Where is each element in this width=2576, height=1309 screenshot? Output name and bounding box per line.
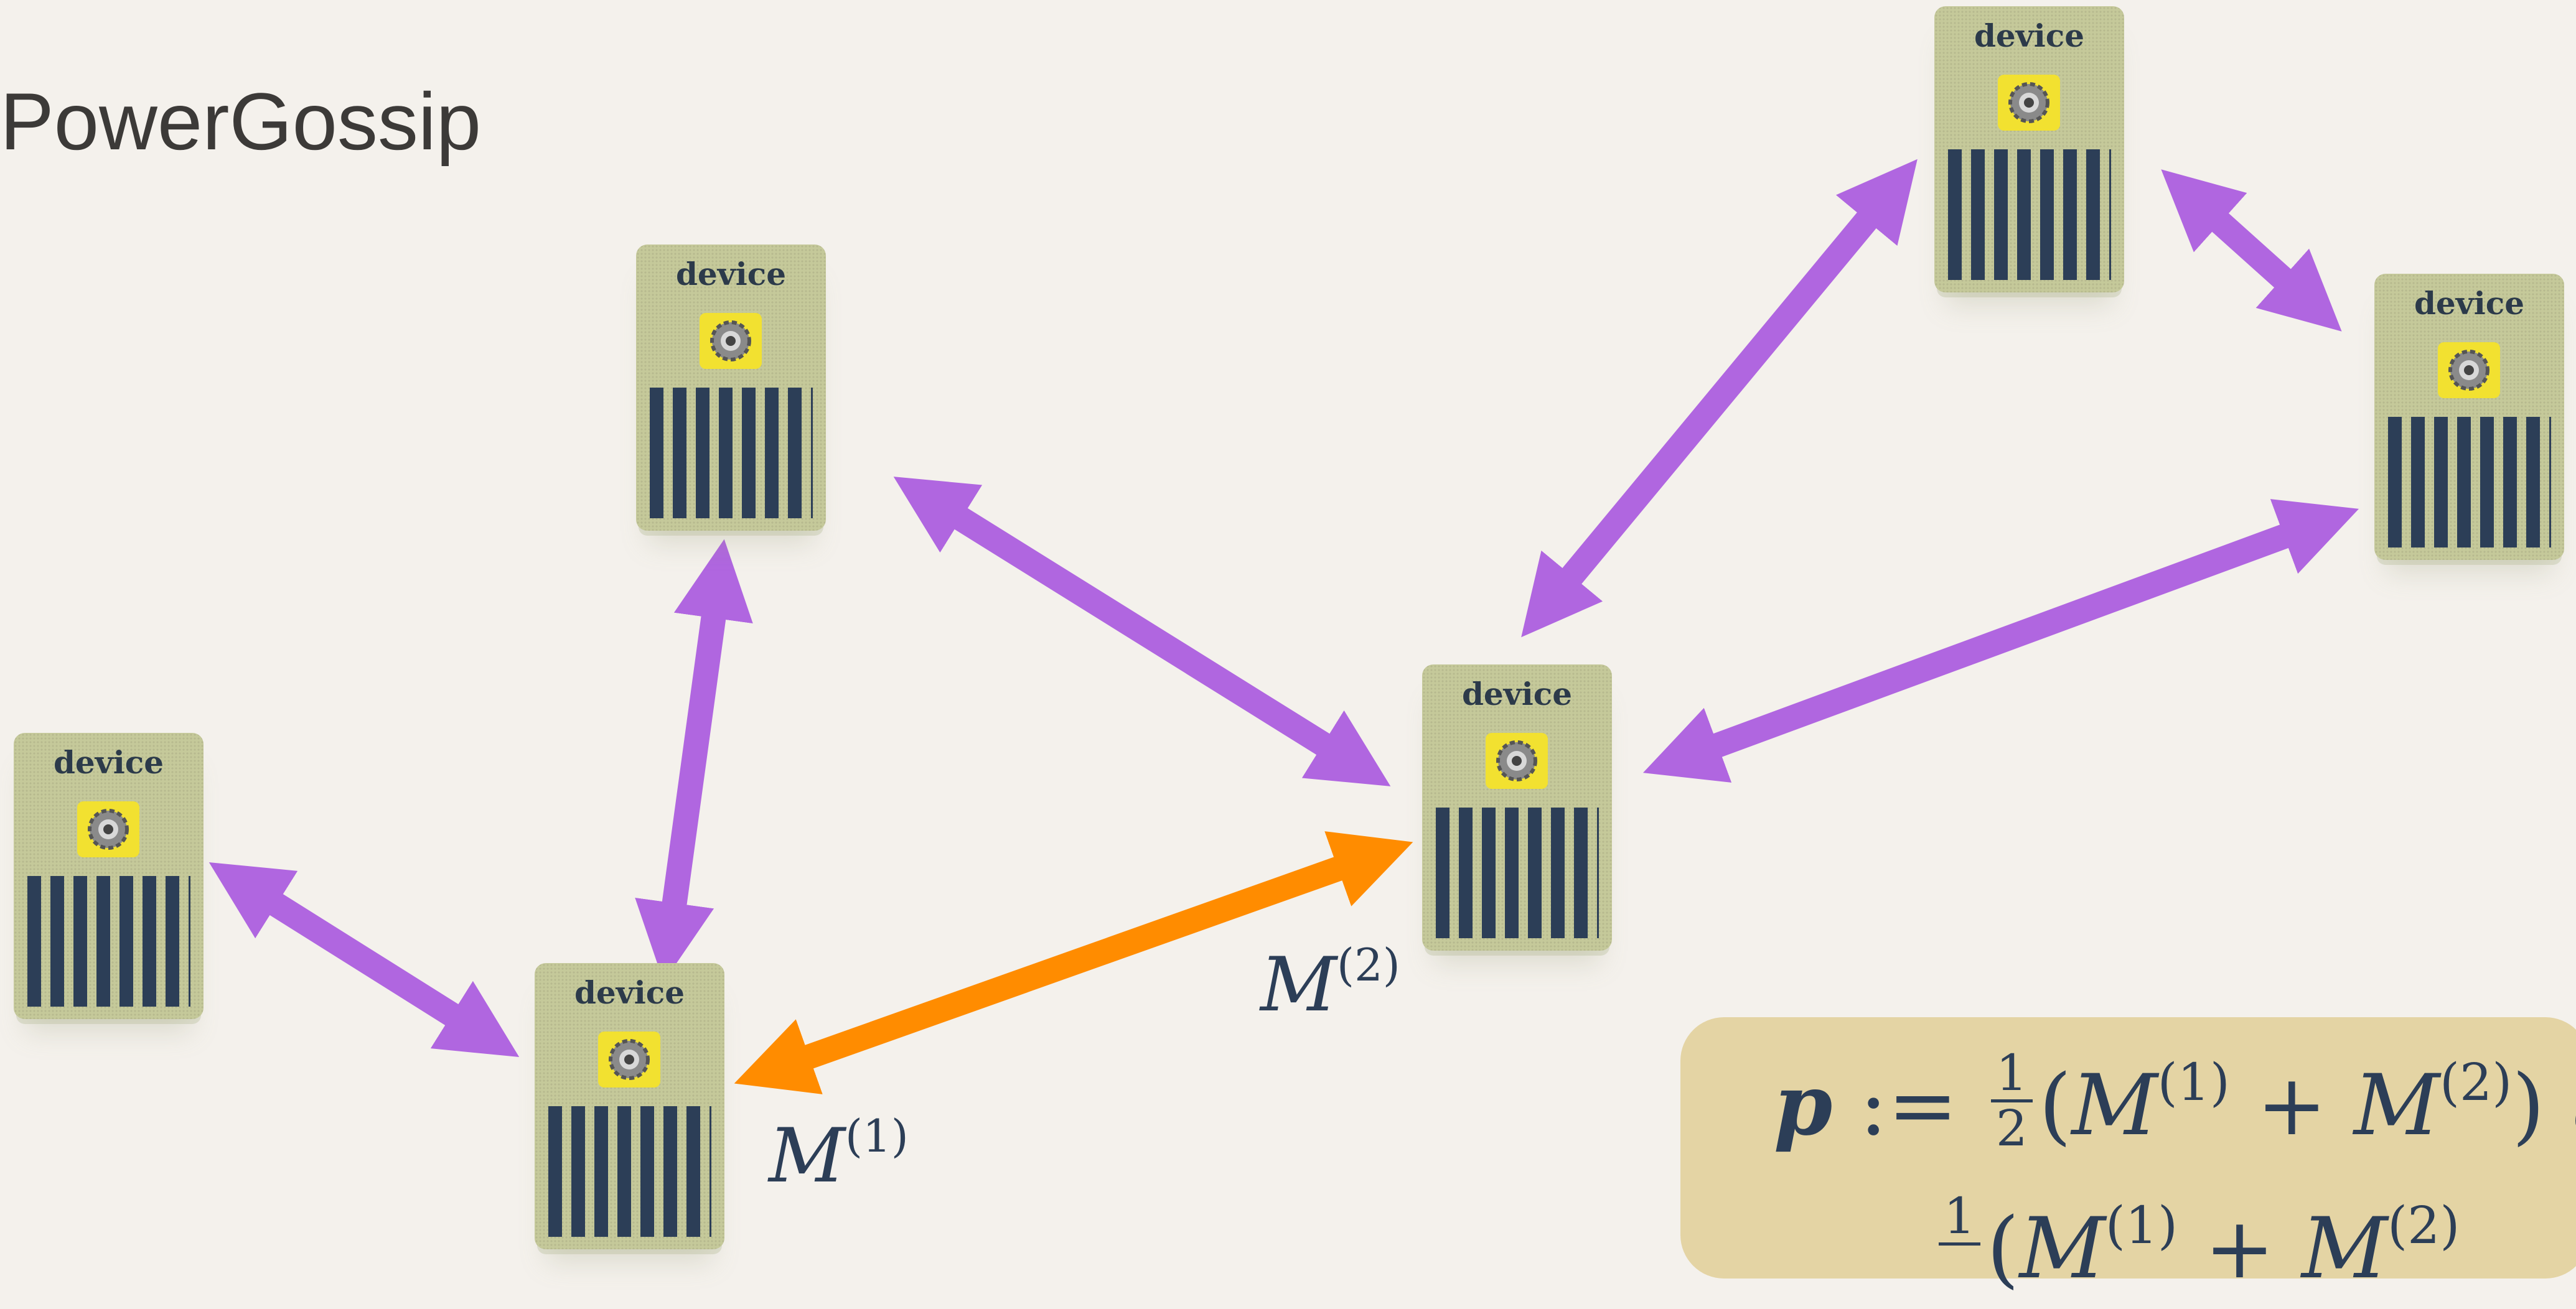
formula-m1-sup: (1) <box>2157 1053 2230 1112</box>
gear-icon <box>2438 342 2500 398</box>
gear-icon <box>77 801 139 857</box>
device-label: device <box>2414 285 2525 322</box>
m2-label: M(2) <box>1260 943 1400 1023</box>
m1-sup: (1) <box>845 1110 909 1162</box>
formula-plus: + <box>2256 1056 2327 1154</box>
link-d1-d2 <box>208 862 520 1058</box>
link-d5-d6 <box>2161 169 2342 332</box>
device-node-4: device <box>1422 664 1612 951</box>
device-bars <box>27 876 190 1007</box>
device-bars <box>2388 417 2551 547</box>
device-node-3: device <box>636 245 826 531</box>
fraction-denominator-2 <box>1939 1246 1980 1298</box>
device-node-6: device <box>2374 274 2564 560</box>
m2-base: M <box>1260 942 1337 1028</box>
link-d4-d6 <box>1642 499 2359 783</box>
device-bars <box>650 388 813 518</box>
device-node-1: device <box>14 733 204 1019</box>
device-label: device <box>53 744 164 781</box>
formula-m1-sup-2: (1) <box>2105 1196 2178 1255</box>
formula-fraction-2: 1 <box>1939 1190 1980 1298</box>
fraction-numerator: 1 <box>1990 1047 2033 1103</box>
formula-line-1: p := 12(M(1) + M(2)) q <box>1774 1047 2576 1166</box>
formula-lhs: p <box>1774 1055 1833 1154</box>
formula-m2-sup-2: (2) <box>2387 1196 2460 1255</box>
formula-assign: := <box>1859 1056 1958 1154</box>
formula-m2: M <box>2353 1056 2440 1154</box>
device-node-2: device <box>535 963 724 1249</box>
device-label: device <box>1974 17 2085 54</box>
m2-sup: (2) <box>1336 939 1400 991</box>
page-title: PowerGossip <box>0 76 482 167</box>
formula-box <box>1680 1017 2576 1279</box>
device-bars <box>1948 149 2111 280</box>
formula-line-2: 1 (M(1) + M(2) <box>1932 1190 2460 1309</box>
link-d4-d5 <box>1521 159 1918 638</box>
gear-icon <box>1486 733 1548 789</box>
device-bars <box>548 1106 711 1237</box>
formula-m2-sup: (2) <box>2440 1053 2513 1112</box>
device-label: device <box>675 256 787 292</box>
gear-icon <box>598 1032 660 1088</box>
formula-open-paren: ( <box>2038 1056 2072 1154</box>
link-d3-d4 <box>893 477 1391 786</box>
fraction-numerator-2: 1 <box>1939 1190 1980 1246</box>
network-links <box>208 159 2359 1094</box>
m1-label: M(1) <box>769 1114 909 1194</box>
fraction-denominator: 2 <box>1995 1099 2028 1158</box>
device-node-5: device <box>1934 6 2124 292</box>
gear-icon <box>700 313 762 369</box>
device-bars <box>1436 808 1599 938</box>
formula-tail: q <box>2572 1055 2576 1154</box>
link-d2-d3 <box>635 539 753 982</box>
device-label: device <box>1461 676 1573 712</box>
formula-close-paren: ) <box>2512 1056 2545 1154</box>
formula-m1: M <box>2071 1056 2158 1154</box>
device-label: device <box>574 974 685 1011</box>
gear-icon <box>1998 75 2060 131</box>
m1-base: M <box>769 1113 845 1200</box>
link-d2-d4-active <box>734 831 1413 1094</box>
